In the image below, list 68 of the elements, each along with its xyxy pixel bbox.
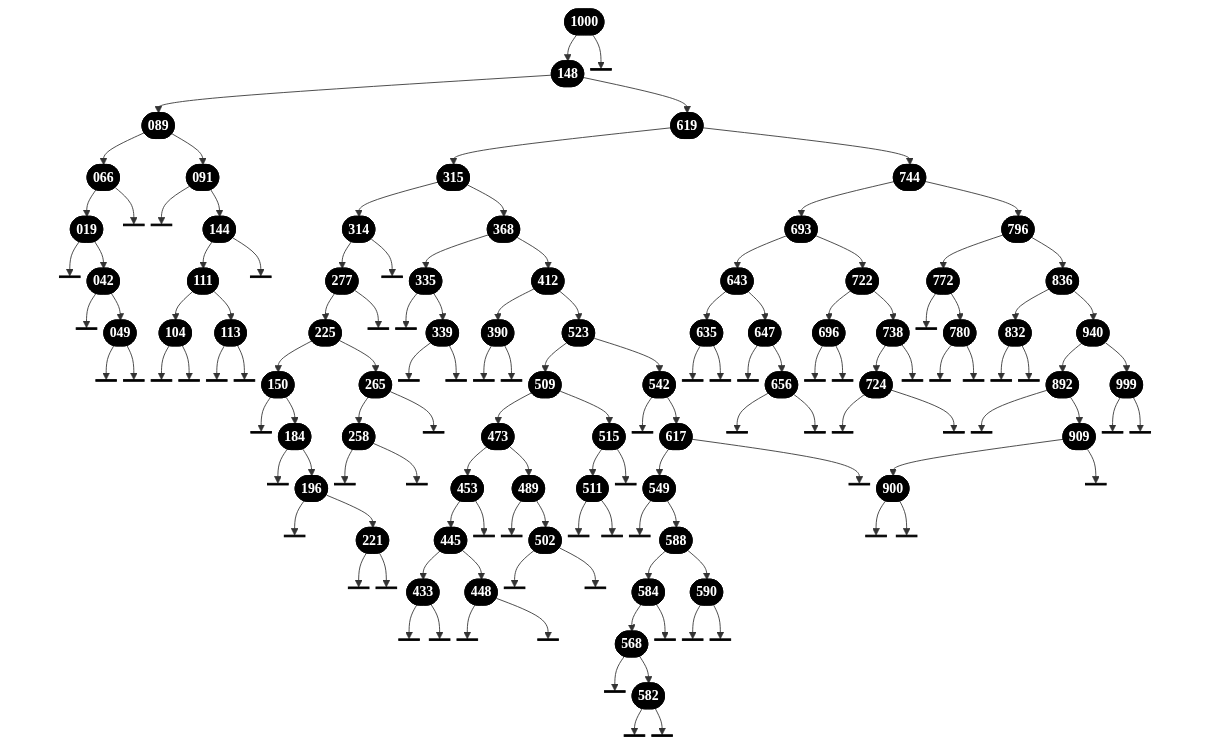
node-bar [233, 379, 256, 382]
node-bar [367, 327, 390, 330]
node-bar [848, 482, 871, 486]
node-bar [614, 482, 637, 486]
node-bar [347, 586, 370, 590]
node-bar [1018, 379, 1040, 382]
node-bar [398, 638, 420, 641]
node-bar [804, 379, 826, 382]
node-bar [473, 534, 495, 538]
node-bar [398, 379, 420, 382]
node-bar [75, 327, 98, 330]
node-bar [123, 223, 145, 227]
node-bar [567, 534, 590, 538]
node-bar [422, 431, 445, 434]
node-bar [375, 586, 398, 590]
node-bar [943, 431, 965, 434]
node-bar [1101, 431, 1124, 434]
node-bar [178, 379, 200, 382]
node-bar [250, 431, 272, 434]
node-bar [970, 431, 993, 434]
node-bar [150, 379, 173, 382]
node-bar [681, 379, 704, 382]
node-bar [456, 638, 479, 641]
node-bar [283, 534, 306, 538]
node-bar [1129, 431, 1151, 434]
node-bar [267, 482, 289, 486]
node-bar [631, 431, 654, 434]
node-bar [831, 431, 854, 434]
node-bar [654, 638, 676, 641]
node-bar [428, 638, 451, 641]
node-bar [804, 431, 826, 434]
node-bar [473, 379, 495, 382]
node-bar [709, 379, 732, 382]
node-bar [929, 379, 951, 382]
node-bar [623, 734, 646, 737]
node-bar [95, 379, 117, 382]
node-bar [709, 638, 732, 641]
node-bar [584, 586, 607, 590]
node-bar [150, 223, 173, 227]
node-bar [1085, 482, 1107, 486]
node-bar [651, 734, 673, 737]
node-bar [500, 379, 523, 382]
node-bar [726, 431, 748, 434]
node-bar [250, 275, 272, 279]
node-bar [831, 379, 854, 382]
node-bar [681, 638, 704, 641]
node-bar [604, 690, 626, 693]
node-bar [395, 327, 417, 330]
node-bar [503, 586, 526, 590]
node-bar [962, 379, 985, 382]
node-bar [895, 534, 918, 538]
node-bar [590, 68, 612, 71]
node-bar [205, 379, 228, 382]
node-bar [59, 275, 81, 279]
node-bar [123, 379, 145, 382]
node-bar [915, 327, 938, 330]
node-bar [381, 275, 403, 279]
node-bar [737, 379, 759, 382]
node-bar [445, 379, 467, 382]
node-bar [628, 534, 651, 538]
node-bar [865, 534, 887, 538]
node-bar [901, 379, 924, 382]
node-bar [990, 379, 1013, 382]
node-bar [500, 534, 523, 538]
node-bar [334, 482, 356, 486]
node-bar [537, 638, 559, 641]
node-bar [601, 534, 623, 538]
node-bar [406, 482, 428, 486]
